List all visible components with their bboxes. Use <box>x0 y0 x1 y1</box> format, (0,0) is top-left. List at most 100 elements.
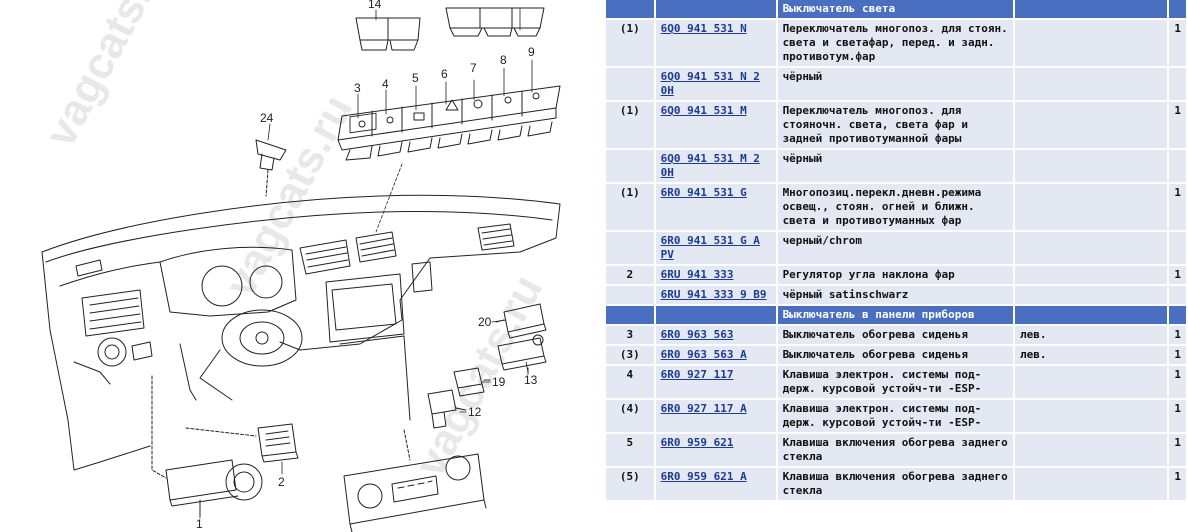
leader-lines <box>199 7 533 519</box>
note <box>1014 232 1170 264</box>
note <box>1014 400 1170 432</box>
table-row: 4 6R0 927 117 Клавиша электрон. системы … <box>606 366 1188 398</box>
callout-12: 12 <box>468 405 482 419</box>
table-row: 6R0 941 531 G A PV черный/chrom <box>606 232 1188 264</box>
quantity: 1 <box>1169 102 1188 148</box>
quantity: 1 <box>1169 346 1188 364</box>
quantity: 1 <box>1169 184 1188 230</box>
table-row: (1) 6Q0 941 531 M Переключатель многопоз… <box>606 102 1188 148</box>
part-number-link[interactable]: 6R0 927 117 A <box>660 402 747 415</box>
callout-6: 6 <box>441 67 448 81</box>
part-number-link[interactable]: 6R0 941 531 G A PV <box>660 234 760 261</box>
table-row: (1) 6Q0 941 531 N Переключатель многопоз… <box>606 20 1188 66</box>
description: Выключатель обогрева сиденья <box>777 346 1015 364</box>
callout-9: 9 <box>528 45 535 59</box>
quantity <box>1169 68 1188 100</box>
callout-5: 5 <box>412 71 419 85</box>
description: чёрный <box>777 150 1015 182</box>
description: Клавиша включения обогрева заднего стекл… <box>777 434 1015 466</box>
callout-14: 14 <box>368 0 382 11</box>
callout-3: 3 <box>354 81 361 95</box>
quantity: 1 <box>1169 326 1188 344</box>
table-row: 6RU 941 333 9 B9 чёрный satinschwarz <box>606 286 1188 304</box>
note: лев. <box>1014 326 1170 344</box>
section-header: Выключатель света <box>606 0 1188 18</box>
callout-8: 8 <box>500 53 507 67</box>
note <box>1014 184 1170 230</box>
position: (3) <box>606 346 656 364</box>
climate-control-panel <box>343 429 487 532</box>
note <box>1014 150 1170 182</box>
diagram-svg: vagcats.ru vagcats.ru vagcats.ru <box>36 0 561 532</box>
switch-blank-triple-right <box>445 7 545 37</box>
description: Выключатель обогрева сиденья <box>777 326 1015 344</box>
note <box>1014 468 1170 500</box>
table-row: 6Q0 941 531 M 2 0H чёрный <box>606 150 1188 182</box>
section-header: Выключатель в панели приборов <box>606 306 1188 324</box>
part-number-link[interactable]: 6R0 927 117 <box>660 368 734 381</box>
quantity: 1 <box>1169 468 1188 500</box>
part-number-link[interactable]: 6Q0 941 531 M <box>660 104 747 117</box>
callout-7: 7 <box>470 61 477 75</box>
quantity: 1 <box>1169 266 1188 284</box>
quantity: 1 <box>1169 434 1188 466</box>
part-number-link[interactable]: 6Q0 941 531 N <box>660 22 747 35</box>
switch-blank-pair-left <box>355 17 421 51</box>
note <box>1014 434 1170 466</box>
callout-20: 20 <box>478 315 492 329</box>
note <box>1014 102 1170 148</box>
part-number-link[interactable]: 6Q0 941 531 N 2 0H <box>660 70 760 97</box>
table-row: (1) 6R0 941 531 G Многопозиц.перекл.днев… <box>606 184 1188 230</box>
position: (1) <box>606 20 656 66</box>
parts-table: Выключатель света (1) 6Q0 941 531 N Пере… <box>606 0 1188 502</box>
part-19-switch <box>453 367 491 397</box>
description: Регулятор угла наклона фар <box>777 266 1015 284</box>
exploded-view-diagram: vagcats.ru vagcats.ru vagcats.ru <box>35 0 561 532</box>
note <box>1014 366 1170 398</box>
description: чёрный satinschwarz <box>777 286 1015 304</box>
position <box>606 150 656 182</box>
position: (1) <box>606 102 656 148</box>
quantity <box>1169 232 1188 264</box>
note <box>1014 68 1170 100</box>
quantity: 1 <box>1169 400 1188 432</box>
quantity: 1 <box>1169 366 1188 398</box>
table-row: 5 6R0 959 621 Клавиша включения обогрева… <box>606 434 1188 466</box>
quantity <box>1169 286 1188 304</box>
part-number-link[interactable]: 6R0 959 621 <box>660 436 734 449</box>
watermark-text-1: vagcats.ru <box>36 0 183 155</box>
description: Клавиша электрон. системы под- держ. кур… <box>777 400 1015 432</box>
position <box>606 232 656 264</box>
position: 2 <box>606 266 656 284</box>
callout-2: 2 <box>278 475 285 489</box>
callout-24: 24 <box>260 111 274 125</box>
table-row: 6Q0 941 531 N 2 0H чёрный <box>606 68 1188 100</box>
note <box>1014 266 1170 284</box>
note <box>1014 20 1170 66</box>
callout-19: 19 <box>492 375 506 389</box>
position: 5 <box>606 434 656 466</box>
description: черный/chrom <box>777 232 1015 264</box>
note: лев. <box>1014 346 1170 364</box>
table-row: 2 6RU 941 333 Регулятор угла наклона фар… <box>606 266 1188 284</box>
part-number-link[interactable]: 6RU 941 333 <box>660 268 734 281</box>
description: чёрный <box>777 68 1015 100</box>
parts-table-body: Выключатель света (1) 6Q0 941 531 N Пере… <box>606 0 1188 500</box>
note <box>1014 286 1170 304</box>
switch-bank <box>337 85 561 161</box>
position <box>606 68 656 100</box>
description: Клавиша включения обогрева заднего стекл… <box>777 468 1015 500</box>
callout-1: 1 <box>196 517 203 531</box>
part-number-link[interactable]: 6R0 963 563 <box>660 328 734 341</box>
part-number-link[interactable]: 6Q0 941 531 M 2 0H <box>660 152 760 179</box>
part-number-link[interactable]: 6R0 941 531 G <box>660 186 747 199</box>
part-1-light-switch <box>151 375 263 517</box>
part-number-link[interactable]: 6RU 941 333 9 B9 <box>660 288 767 301</box>
description: Переключатель многопоз. для стоян. света… <box>777 20 1015 66</box>
section-title: Выключатель света <box>777 0 1015 18</box>
part-number-link[interactable]: 6R0 959 621 A <box>660 470 747 483</box>
watermark-text-2: vagcats.ru <box>216 87 363 304</box>
position: 4 <box>606 366 656 398</box>
part-number-link[interactable]: 6R0 963 563 A <box>660 348 747 361</box>
description: Многопозиц.перекл.дневн.режима освещ., с… <box>777 184 1015 230</box>
